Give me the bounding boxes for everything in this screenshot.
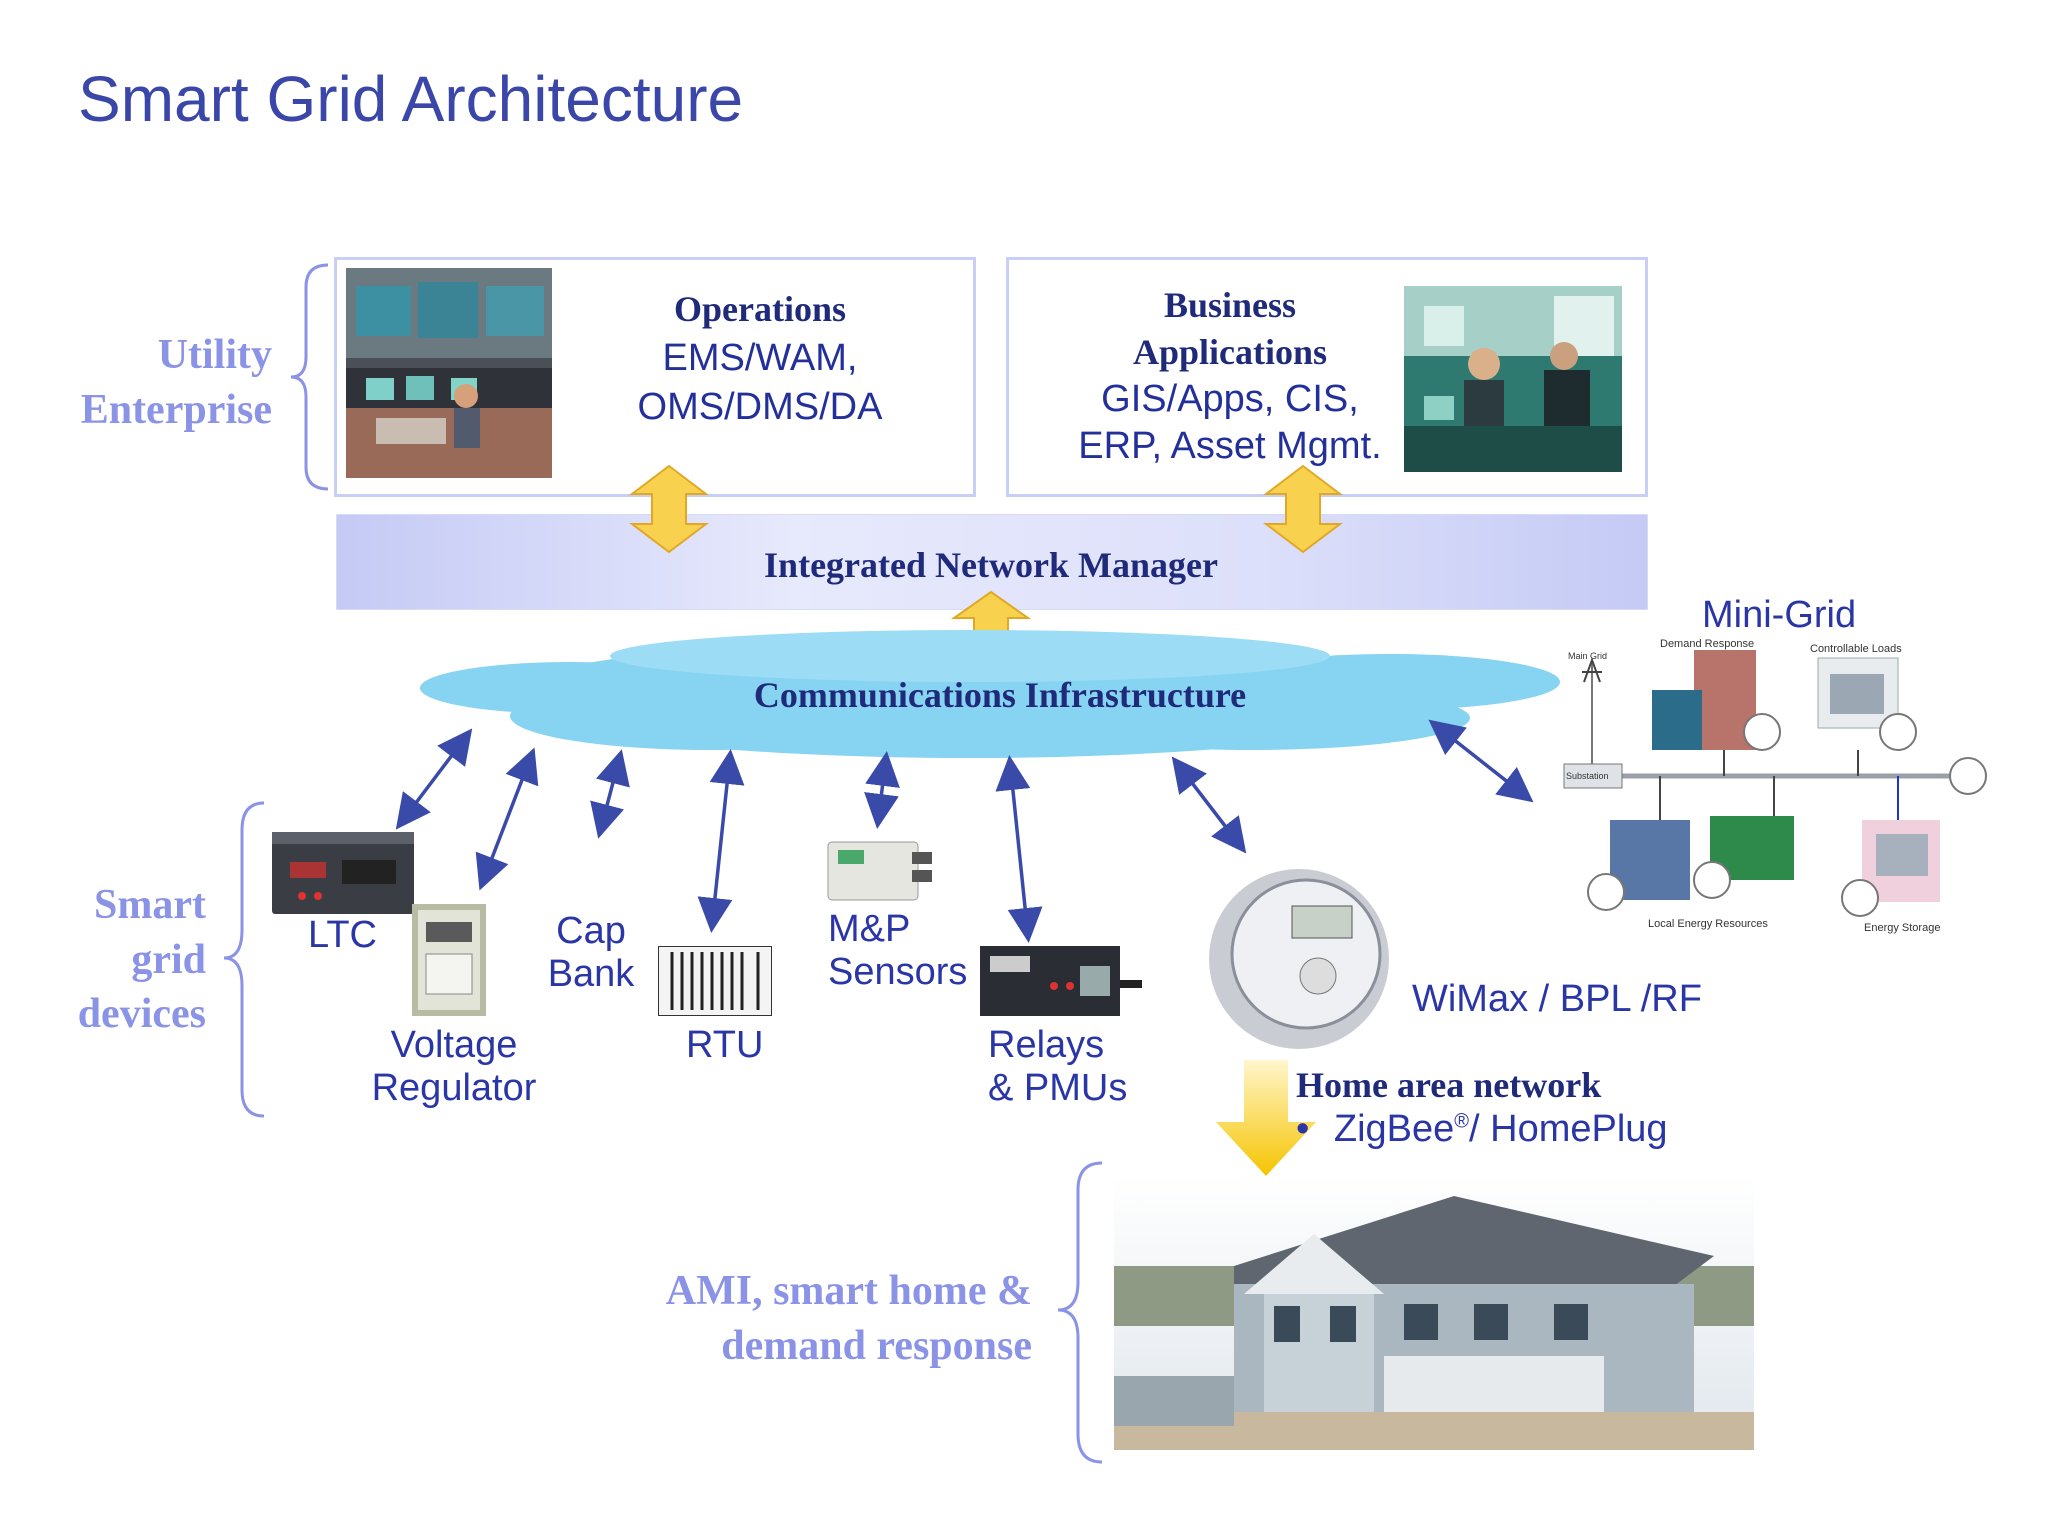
ltc-label: LTC [308, 914, 377, 956]
registered-mark: ® [1454, 1110, 1470, 1133]
control-room-photo [346, 268, 552, 478]
utility-label-line2: Enterprise [80, 386, 272, 433]
office-photo [1404, 286, 1622, 472]
page-title: Smart Grid Architecture [78, 63, 744, 135]
smart-meter-device [1209, 869, 1389, 1049]
operations-line1: EMS/WAM, [662, 337, 858, 379]
homeplug-text: / HomePlug [1469, 1108, 1668, 1150]
operations-line2: OMS/DMS/DA [637, 385, 883, 428]
home-area-network-heading: Home area network [1296, 1065, 1602, 1105]
relays-label: Relays & PMUs [988, 1024, 1127, 1109]
rtu-device [658, 946, 772, 1016]
arrow-mp-sensors [864, 751, 900, 829]
communications-cloud [420, 630, 1560, 758]
ami-label: AMI, smart home & demand response [566, 1264, 1032, 1373]
arrow-cap-bank [590, 749, 630, 839]
mp-sensors-line1: M&P [828, 908, 911, 950]
zigbee-text: ZigBee [1333, 1108, 1455, 1150]
ltc-device [272, 832, 414, 914]
mp-sensors-label: M&P Sensors [828, 908, 967, 993]
home-area-network-item: • ZigBee®/ HomePlug [1296, 1108, 1668, 1151]
arrow-meter [1171, 756, 1247, 854]
arrow-relays [995, 755, 1043, 943]
communications-label: Communications Infrastructure [753, 675, 1247, 715]
arrow-voltage-regulator [475, 747, 539, 891]
inm-label: Integrated Network Manager [764, 545, 1218, 585]
devices-label-line3: devices [77, 991, 206, 1038]
business-text: Business Applications GIS/Apps, CIS, ERP… [1030, 282, 1430, 471]
mini-grid-title: Mini-Grid [1702, 594, 1857, 636]
cap-bank-line2: Bank [547, 952, 635, 995]
mini-grid-demand-response-label: Demand Response [1660, 638, 1755, 650]
voltage-regulator-line1: Voltage [390, 1024, 518, 1066]
mp-sensors-line2: Sensors [828, 950, 968, 993]
arrow-ltc [395, 728, 473, 830]
home-network-down-arrow [1216, 1060, 1316, 1176]
wimax-label: WiMax / BPL /RF [1412, 978, 1702, 1020]
operations-text: Operations EMS/WAM, OMS/DMS/DA [570, 288, 950, 431]
devices-label-line2: grid [131, 936, 206, 983]
devices-label-line1: Smart [94, 882, 206, 928]
biz-inm-double-arrow [1263, 464, 1343, 554]
house-photo [1114, 1176, 1754, 1450]
utility-brace [290, 263, 329, 491]
mini-grid-main-grid-label: Main Grid [1568, 651, 1608, 661]
utility-enterprise-label: Utility Enterprise [40, 328, 272, 437]
mini-grid-energy-storage-label: Energy Storage [1864, 922, 1941, 934]
business-heading-line2: Applications [1132, 331, 1328, 372]
mp-sensors-device [827, 841, 932, 901]
relays-device [980, 946, 1142, 1016]
arrow-mini-grid [1428, 719, 1534, 803]
business-heading-line1: Business [1163, 285, 1297, 325]
ops-inm-double-arrow [629, 464, 709, 554]
mini-grid-diagram [1563, 650, 1987, 917]
utility-label-line1: Utility [157, 332, 272, 378]
voltage-regulator-label: Voltage Regulator [364, 1024, 544, 1109]
ami-label-line2: demand response [721, 1322, 1032, 1369]
smart-grid-devices-label: Smart grid devices [20, 878, 206, 1042]
operations-heading: Operations [673, 289, 846, 329]
ami-brace [1057, 1161, 1103, 1464]
ami-label-line1: AMI, smart home & [665, 1268, 1032, 1314]
bullet: • [1296, 1108, 1310, 1150]
mini-grid-controllable-loads-label: Controllable Loads [1810, 643, 1902, 655]
relays-line2: & PMUs [988, 1066, 1128, 1109]
mini-grid-local-energy-label: Local Energy Resources [1648, 918, 1768, 930]
cap-bank-label: Cap Bank [546, 910, 636, 995]
relays-line1: Relays [988, 1024, 1105, 1066]
devices-brace [223, 801, 265, 1118]
voltage-regulator-line2: Regulator [371, 1066, 537, 1109]
voltage-regulator-device [412, 904, 486, 1016]
cap-bank-line1: Cap [556, 910, 626, 952]
mini-grid-substation-label: Substation [1566, 771, 1609, 781]
rtu-label: RTU [686, 1024, 764, 1066]
arrow-rtu [697, 749, 745, 933]
business-line1: GIS/Apps, CIS, [1101, 377, 1359, 420]
business-line2: ERP, Asset Mgmt. [1078, 425, 1382, 468]
